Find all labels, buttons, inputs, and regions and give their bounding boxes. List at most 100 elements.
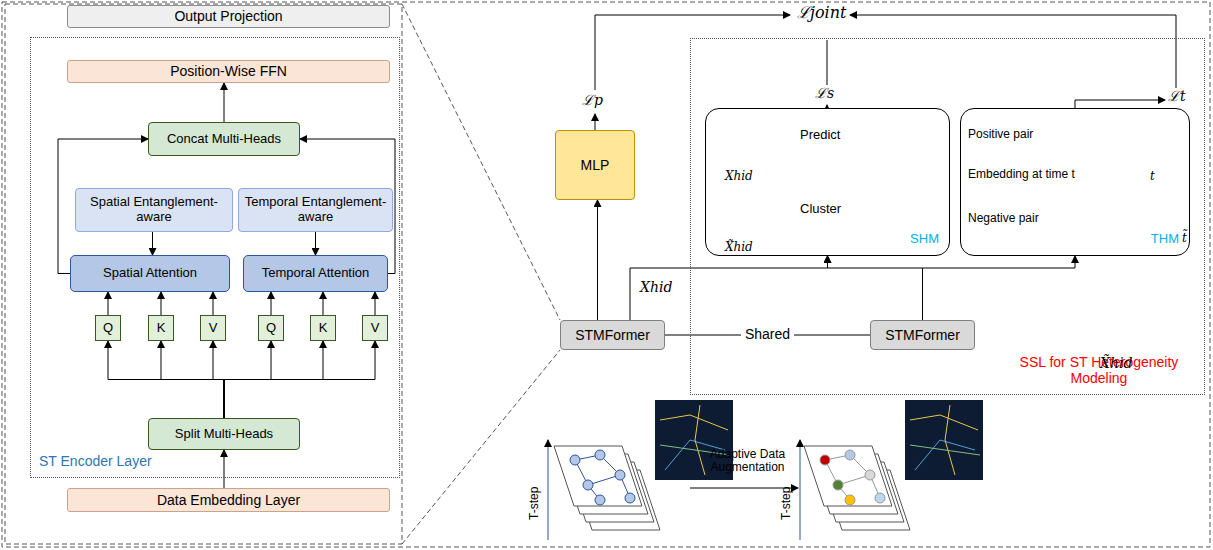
node-text: ST Encoder Layer — [39, 453, 152, 469]
node-text: Spatial Entanglement-aware — [76, 195, 232, 225]
connector — [152, 232, 153, 255]
svg-line — [548, 440, 549, 540]
svg-g — [660, 405, 980, 475]
city-maps — [655, 400, 983, 488]
svg-polyline — [945, 405, 955, 475]
node-text: K — [157, 321, 166, 336]
svg-line — [1075, 100, 1076, 108]
label: ℒt — [1168, 89, 1186, 104]
node-text: Q — [266, 321, 276, 336]
node-text: V — [371, 321, 380, 336]
node-text: SHM — [910, 232, 939, 247]
label: Negative pair — [968, 212, 1039, 225]
svg-circle — [595, 450, 605, 460]
node-text: V — [209, 321, 218, 336]
label: T-step — [780, 487, 793, 520]
svg-circle — [820, 455, 830, 465]
node-text: Spatial Attention — [103, 266, 197, 281]
svg-circle — [570, 455, 580, 465]
connector — [271, 292, 272, 315]
svg-circle — [845, 450, 855, 460]
svg-g — [570, 450, 635, 505]
svg-line — [827, 40, 828, 85]
svg-polyline — [695, 405, 705, 475]
edge-label: Shared — [741, 327, 794, 342]
split-box: Split Multi-Heads — [148, 418, 300, 450]
label: Positive pair — [968, 128, 1033, 141]
svg-line — [595, 114, 596, 130]
label: Embedding at time t — [968, 168, 1075, 181]
qkv-box: V — [362, 315, 388, 341]
label: ℒjoint — [797, 4, 846, 22]
svg-circle — [615, 470, 625, 480]
label: T-step — [528, 487, 541, 520]
connector — [213, 292, 214, 315]
node-text: MLP — [581, 157, 610, 173]
connector — [828, 256, 923, 320]
svg-circle — [833, 480, 843, 490]
connector — [224, 83, 225, 122]
connector — [108, 341, 224, 418]
node-text: Data Embedding Layer — [157, 492, 300, 508]
svg-line — [402, 4, 560, 320]
svg-polyline — [915, 440, 975, 470]
svg-polyline — [595, 15, 790, 90]
connector — [161, 341, 224, 418]
connector — [923, 256, 1076, 320]
attention-box: Spatial Attention — [70, 255, 230, 292]
embedding-box: Data Embedding Layer — [67, 488, 390, 512]
node-text: Temporal Entanglement-aware — [239, 195, 392, 225]
svg-circle — [583, 480, 593, 490]
qkv-box: V — [200, 315, 226, 341]
connector — [213, 341, 224, 418]
connector — [224, 450, 225, 488]
entangle-box: Spatial Entanglement-aware — [75, 188, 233, 232]
svg-rect — [905, 400, 983, 480]
connector — [224, 341, 375, 418]
mlp-box: MLP — [555, 130, 635, 200]
node-text: Temporal Attention — [262, 266, 370, 281]
node-text: Output Projection — [174, 8, 282, 24]
node-text: Concat Multi-Heads — [167, 132, 281, 147]
svg-polyline — [1075, 100, 1165, 101]
svg-g — [820, 450, 885, 505]
entangle-box: Temporal Entanglement-aware — [238, 188, 393, 232]
node-text: Q — [103, 321, 113, 336]
connector — [375, 292, 376, 315]
connector — [161, 292, 162, 315]
label: Xhid — [640, 280, 672, 295]
graph-stacks — [548, 440, 910, 540]
svg-polyline — [660, 415, 728, 430]
svg-polyline — [850, 15, 1176, 88]
node-text: Split Multi-Heads — [175, 427, 273, 442]
qkv-box: K — [148, 315, 174, 341]
ffn-box: Position-Wise FFN — [67, 60, 390, 83]
label: Predict — [800, 128, 840, 142]
label: ℒp — [582, 93, 603, 108]
node-text: K — [319, 321, 328, 336]
connector — [108, 292, 109, 315]
svg-rect — [5, 4, 402, 544]
node-text: Position-Wise FFN — [170, 63, 287, 79]
svg-circle — [595, 495, 605, 505]
label: X̃hid — [1100, 356, 1132, 371]
svg-circle — [865, 470, 875, 480]
label: X̃hid — [725, 241, 753, 254]
output-box: Output Projection — [67, 5, 390, 28]
connector — [630, 256, 828, 320]
label: Xhid — [725, 170, 753, 183]
qkv-box: Q — [258, 315, 284, 341]
label: Cluster — [800, 202, 841, 216]
label: t̃ — [1182, 232, 1187, 245]
node-text: STMFormer — [885, 327, 960, 343]
svg-line — [800, 440, 801, 540]
qkv-box: K — [310, 315, 336, 341]
svg-polyline — [910, 445, 980, 455]
node-text: STMFormer — [575, 327, 650, 343]
svg-line — [402, 350, 560, 544]
stmformer-box: STMFormer — [560, 320, 665, 350]
svg-polygon — [804, 446, 892, 506]
